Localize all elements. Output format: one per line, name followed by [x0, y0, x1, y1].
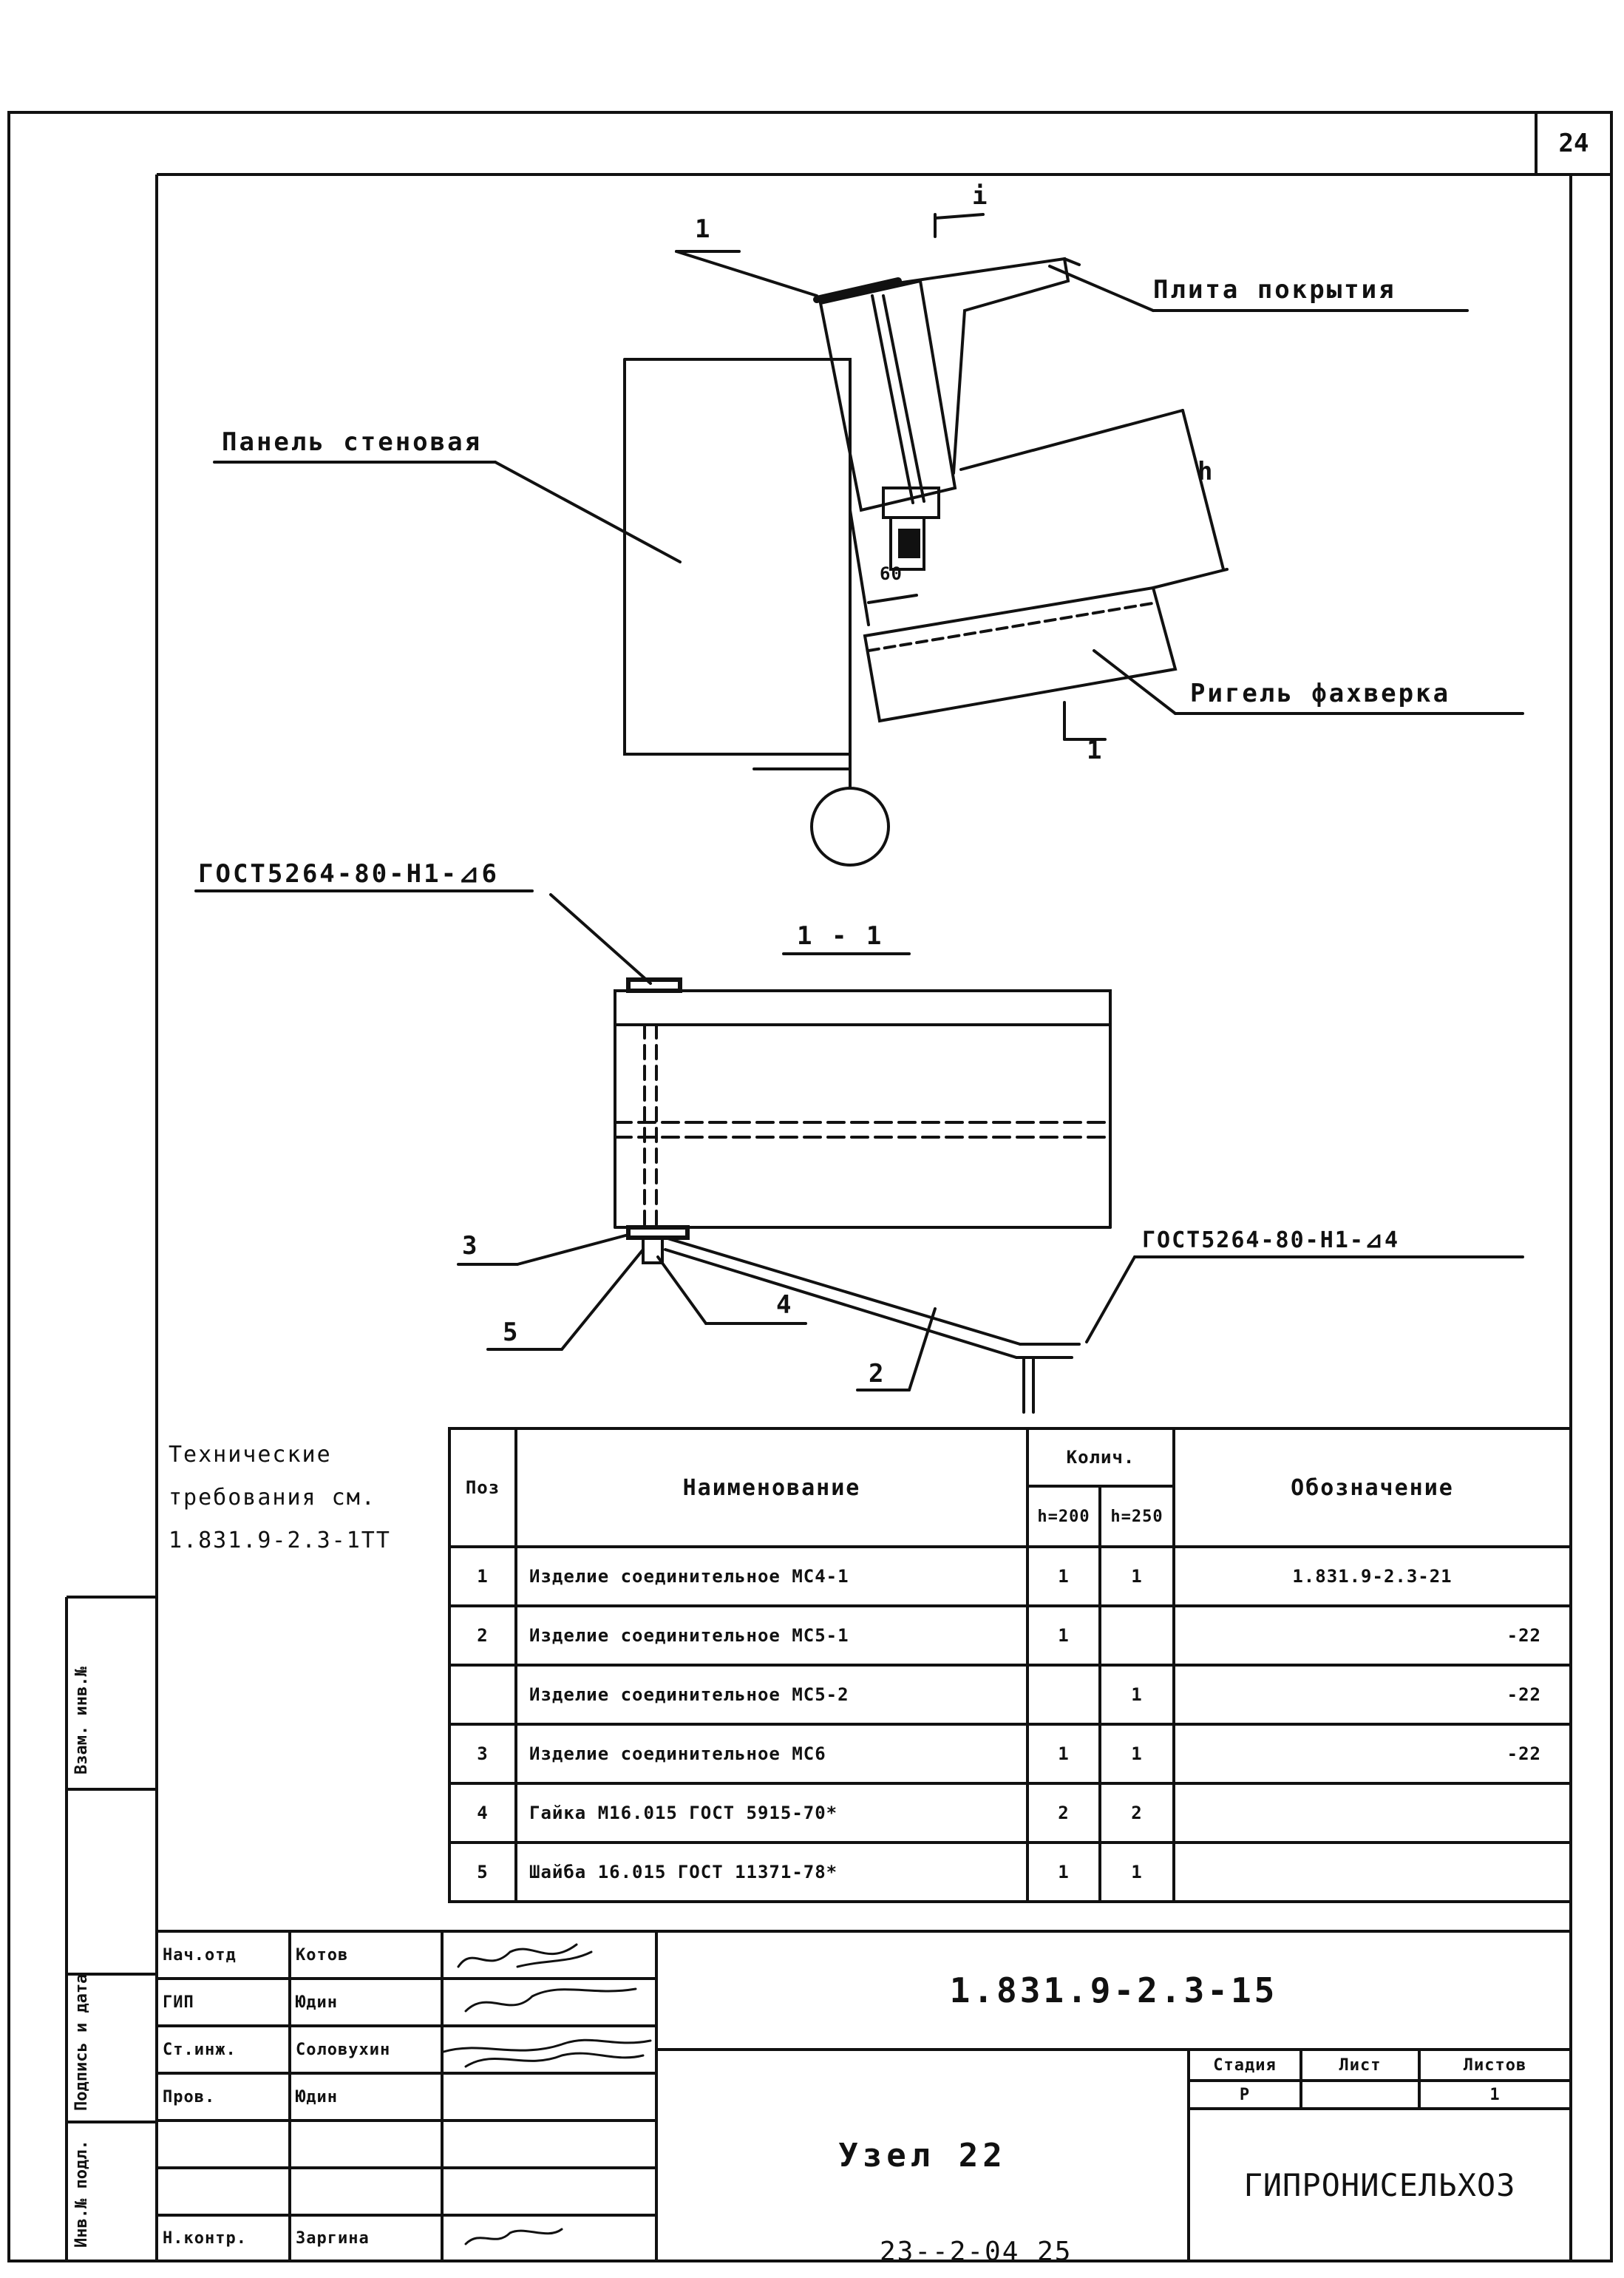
- notes-line-1: Технические: [169, 1442, 332, 1468]
- signature-name: Юдин: [296, 1993, 338, 2012]
- spec-row-qty-h200: 1: [1058, 1862, 1070, 1882]
- stage-value: Р: [1239, 2085, 1251, 2104]
- spec-row-designation: -22: [1506, 1625, 1541, 1646]
- position-5-label: 5: [503, 1318, 520, 1347]
- spec-header-h200: h=200: [1037, 1507, 1090, 1526]
- spec-row-name: Шайба 16.015 ГОСТ 11371-78*: [529, 1862, 838, 1882]
- spec-row-pos: 5: [477, 1862, 489, 1882]
- spec-row-qty-h250: 2: [1131, 1803, 1143, 1823]
- document-code: 1.831.9-2.3-15: [949, 1970, 1278, 2010]
- signature-name: Соловухин: [296, 2040, 391, 2059]
- section-drawing: [194, 889, 1524, 1414]
- spec-row-name: Изделие соединительное МС5-1: [529, 1625, 849, 1646]
- weld-top-label: ГОСТ5264-80-Н1-⊿6: [198, 859, 500, 889]
- signature-name: Юдин: [296, 2087, 338, 2106]
- signature-role: Н.контр.: [163, 2228, 247, 2248]
- section-mark-label: 1: [1087, 736, 1104, 765]
- spec-row-name: Гайка М16.015 ГОСТ 5915-70*: [529, 1803, 838, 1823]
- detail-drawing: [213, 213, 1524, 867]
- spec-row-name: Изделие соединительное МС5-2: [529, 1684, 849, 1705]
- spec-table-grid: [448, 1427, 1572, 1903]
- position-1-label: 1: [695, 214, 713, 244]
- spec-row-qty-h250: 1: [1131, 1684, 1143, 1705]
- signature-role: ГИП: [163, 1993, 194, 2012]
- drawing-title: Узел 22: [838, 2136, 1007, 2174]
- spec-row-qty-h250: 1: [1131, 1566, 1143, 1587]
- spec-row-name: Изделие соединительное МС6: [529, 1743, 826, 1764]
- spec-row-designation: 1.831.9-2.3-21: [1292, 1566, 1453, 1587]
- spec-row-pos: 1: [477, 1566, 489, 1587]
- gap-dimension-label: 60: [880, 563, 903, 584]
- signature-role: Нач.отд: [163, 1945, 237, 1965]
- signature-role: [157, 2168, 290, 2215]
- spec-row-qty-h200: 1: [1058, 1566, 1070, 1587]
- notes-line-3: 1.831.9-2.3-1ТТ: [169, 1528, 391, 1553]
- spec-row-pos: 2: [477, 1625, 489, 1646]
- sheet-header: Лист: [1339, 2055, 1382, 2075]
- position-3-label: 3: [462, 1231, 480, 1261]
- organization-name: ГИПРОНИСЕЛЬХОЗ: [1243, 2166, 1516, 2203]
- position-4-label: 4: [776, 1290, 794, 1320]
- spec-header-name: Наименование: [682, 1474, 861, 1501]
- footer-stamp: 23--2-04 25: [880, 2237, 1073, 2267]
- weld-right-label: ГОСТ5264-80-Н1-⊿4: [1142, 1227, 1400, 1253]
- signature-name: Котов: [296, 1945, 349, 1965]
- spec-row-designation: -22: [1506, 1684, 1541, 1705]
- signature-role: Пров.: [163, 2087, 216, 2106]
- side-stamp-replacement: Взам. инв.№: [72, 1667, 91, 1774]
- slope-label: i: [972, 181, 990, 211]
- sheet-value: [1301, 2081, 1419, 2109]
- spec-header-h250: h=250: [1110, 1507, 1163, 1526]
- spec-header-qty: Колич.: [1066, 1447, 1135, 1468]
- spec-row-qty-h200: 1: [1058, 1743, 1070, 1764]
- signature-name: [290, 2168, 442, 2215]
- sheets-value: 1: [1489, 2085, 1501, 2104]
- spec-header-pos: Поз: [465, 1477, 500, 1498]
- spec-row-designation: -22: [1506, 1743, 1541, 1764]
- spec-header-designation: Обозначение: [1291, 1474, 1454, 1501]
- section-title: 1 - 1: [797, 921, 884, 951]
- spec-row-qty-h250: 1: [1131, 1743, 1143, 1764]
- roof-slab-label: Плита покрытия: [1153, 275, 1396, 305]
- spec-row-pos: 3: [477, 1743, 489, 1764]
- spec-row-qty-h250: 1: [1131, 1862, 1143, 1882]
- spec-row-name: Изделие соединительное МС4-1: [529, 1566, 849, 1587]
- height-label: h: [1197, 457, 1215, 487]
- sheet-number: 24: [1558, 129, 1589, 158]
- wall-panel-label: Панель стеновая: [222, 427, 483, 457]
- spec-row-qty-h200: 1: [1058, 1625, 1070, 1646]
- notes-line-2: требования см.: [169, 1485, 376, 1511]
- girt-label: Ригель фахверка: [1190, 679, 1451, 708]
- sheets-header: Листов: [1463, 2055, 1527, 2075]
- spec-row-qty-h200: 2: [1058, 1803, 1070, 1823]
- signature-name: [290, 2121, 442, 2168]
- signature-name: Заргина: [296, 2228, 370, 2248]
- side-stamp-inventory: Инв.№ подл.: [72, 2140, 91, 2248]
- signature-role: Ст.инж.: [163, 2040, 237, 2059]
- side-stamp-signature-date: Подпись и дата: [72, 1973, 91, 2111]
- stage-header: Стадия: [1213, 2055, 1277, 2075]
- signature-role: [157, 2121, 290, 2168]
- position-2-label: 2: [869, 1359, 886, 1389]
- spec-row-pos: 4: [477, 1803, 489, 1823]
